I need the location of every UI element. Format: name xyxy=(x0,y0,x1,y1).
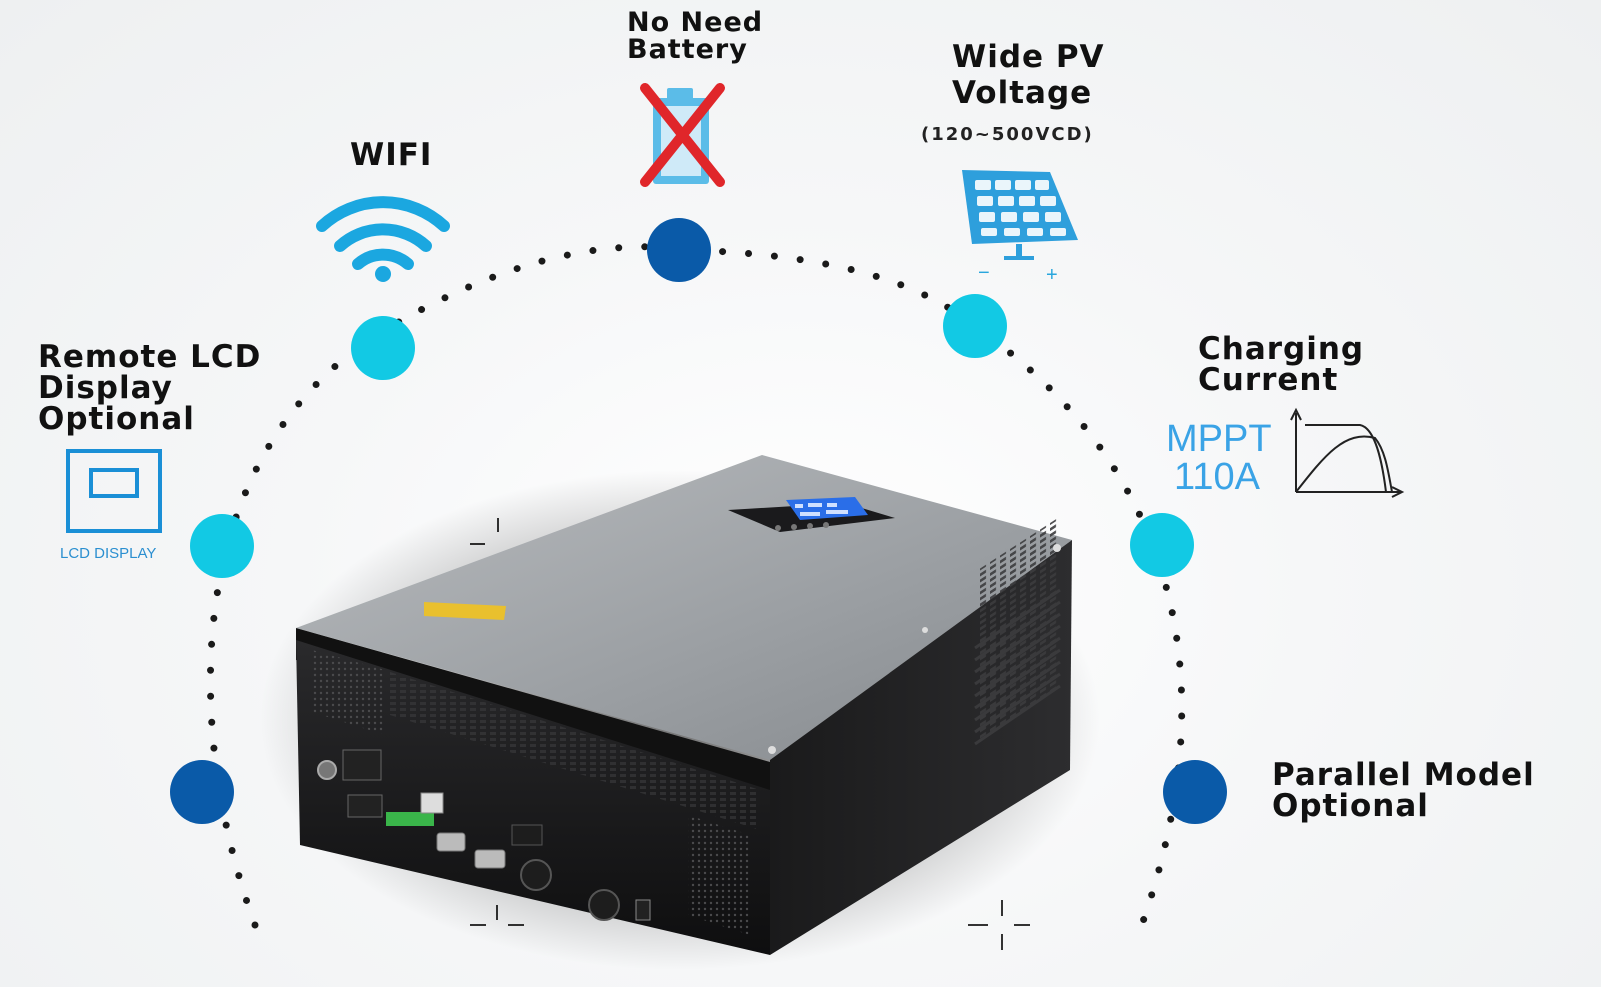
mppt-line-1: MPPT xyxy=(1166,418,1272,460)
feature-parallel-line-1: Parallel Model xyxy=(1272,757,1535,793)
feature-wide-pv-line-1: Wide PV xyxy=(952,39,1105,75)
feature-parallel-label: Parallel Model Optional xyxy=(1272,760,1535,822)
dot-remote-lcd xyxy=(190,514,254,578)
pv-minus-sign: − xyxy=(978,262,990,284)
lcd-display-caption: LCD DISPLAY xyxy=(60,545,157,562)
pv-voltage-range: (120~500VCD) xyxy=(921,124,1094,145)
dot-battery xyxy=(647,218,711,282)
inverter-device xyxy=(296,455,1072,955)
wifi-icon xyxy=(316,196,450,282)
feature-charging-line-2: Current xyxy=(1198,362,1339,398)
mppt-curve-icon xyxy=(1290,407,1405,498)
dot-parallel-left xyxy=(170,760,234,824)
feature-remote-lcd-line-2: Display xyxy=(38,370,173,406)
feature-no-battery-label: No Need Battery xyxy=(627,9,763,63)
feature-wide-pv-line-2: Voltage xyxy=(952,74,1093,111)
solar-panel-icon xyxy=(962,170,1078,260)
dot-charging xyxy=(1130,513,1194,577)
side-vents xyxy=(974,588,1061,746)
feature-wifi-label: WIFI xyxy=(350,137,433,173)
feature-remote-lcd-label: Remote LCD Display Optional xyxy=(38,342,261,435)
feature-remote-lcd-line-1: Remote LCD xyxy=(38,339,262,375)
feature-no-battery-line-2: Battery xyxy=(627,34,748,65)
battery-crossed-icon xyxy=(640,83,725,187)
mppt-line-2: 110A xyxy=(1174,456,1260,498)
laptop-display-icon xyxy=(66,449,162,533)
feature-no-battery-line-1: No Need xyxy=(627,7,764,38)
dot-pv xyxy=(943,294,1007,358)
feature-remote-lcd-line-3: Optional xyxy=(38,401,195,437)
feature-parallel-line-2: Optional xyxy=(1272,788,1429,824)
device-top xyxy=(296,455,1072,760)
feature-charging-label: Charging Current xyxy=(1198,334,1364,396)
dot-wifi xyxy=(351,316,415,380)
feature-wide-pv-label: Wide PV Voltage xyxy=(952,39,1105,111)
mppt-current-text: MPPT 110A xyxy=(1166,420,1272,496)
feature-charging-line-1: Charging xyxy=(1198,331,1365,367)
dot-parallel-right xyxy=(1163,760,1227,824)
pv-plus-sign: + xyxy=(1046,264,1058,286)
